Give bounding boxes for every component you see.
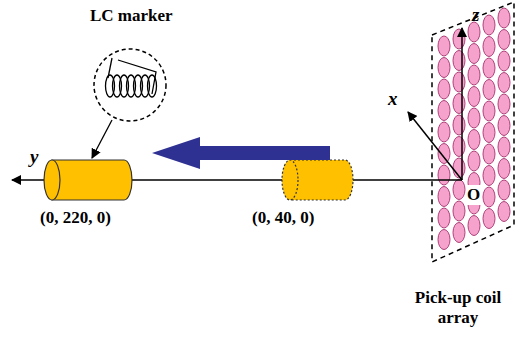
- pickup-coil: [468, 130, 480, 150]
- pickup-coil: [453, 201, 465, 221]
- pickup-coil: [453, 29, 465, 49]
- pickup-coil: [468, 44, 480, 64]
- pickup-coil: [498, 51, 510, 71]
- pickup-coil: [453, 180, 465, 200]
- pickup-coil: [498, 94, 510, 114]
- pickup-coil: [498, 116, 510, 136]
- pickup-coil: [453, 94, 465, 114]
- coil-symbol: [106, 58, 157, 97]
- pickup-coil: [453, 158, 465, 178]
- magnifier-circle: [94, 49, 166, 121]
- pickup-coil: [468, 87, 480, 107]
- pickup-coil: [453, 51, 465, 71]
- pickup-coil: [498, 159, 510, 179]
- pickup-coil: [438, 79, 450, 99]
- coil-turn: [148, 75, 157, 97]
- callout-label: LC marker: [90, 6, 173, 26]
- pickup-coil: [438, 36, 450, 56]
- callout-label: Pick-up coil array: [404, 288, 512, 327]
- position-label: (0, 40, 0): [252, 208, 314, 228]
- pickup-coil: [483, 80, 495, 100]
- pickup-coil: [483, 58, 495, 78]
- pickup-coil: [453, 72, 465, 92]
- axis-label: z: [472, 4, 479, 26]
- pickup-coil: [483, 144, 495, 164]
- movement-arrow: [152, 137, 330, 169]
- leader-line: [92, 120, 112, 158]
- pickup-coil: [438, 187, 450, 207]
- pickup-coil: [498, 30, 510, 50]
- pickup-coil: [483, 123, 495, 143]
- axis-label: y: [30, 146, 38, 168]
- lc-marker-cylinder: [44, 160, 132, 200]
- pickup-coil: [498, 137, 510, 157]
- pickup-coil: [498, 180, 510, 200]
- pickup-coil: [483, 187, 495, 207]
- pickup-coil: [483, 209, 495, 229]
- pickup-coil: [498, 202, 510, 222]
- pickup-coil: [483, 166, 495, 186]
- origin-label: O: [466, 185, 481, 205]
- pickup-coil: [453, 115, 465, 135]
- pickup-coil: [438, 144, 450, 164]
- axis-label: x: [388, 88, 398, 110]
- pickup-coil: [483, 101, 495, 121]
- pickup-coil: [453, 223, 465, 243]
- coil-array-plane: [432, 2, 514, 262]
- z-axis: [461, 28, 463, 180]
- pickup-coil: [438, 208, 450, 228]
- x-axis: [408, 112, 462, 180]
- position-label: (0, 220, 0): [40, 208, 111, 228]
- pickup-coil: [498, 8, 510, 28]
- pickup-coils: [438, 8, 510, 250]
- pickup-coil: [468, 108, 480, 128]
- pickup-coil: [468, 65, 480, 85]
- pickup-coil: [453, 137, 465, 157]
- pickup-coil: [438, 58, 450, 78]
- pickup-coil: [438, 230, 450, 250]
- marker-start-position: [282, 160, 353, 200]
- pickup-coil: [483, 37, 495, 57]
- pickup-coil: [438, 122, 450, 142]
- pickup-coil: [483, 15, 495, 35]
- pickup-coil: [468, 216, 480, 236]
- pickup-coil: [498, 73, 510, 93]
- pickup-coil: [438, 165, 450, 185]
- pickup-coil: [468, 151, 480, 171]
- pickup-coil: [438, 101, 450, 121]
